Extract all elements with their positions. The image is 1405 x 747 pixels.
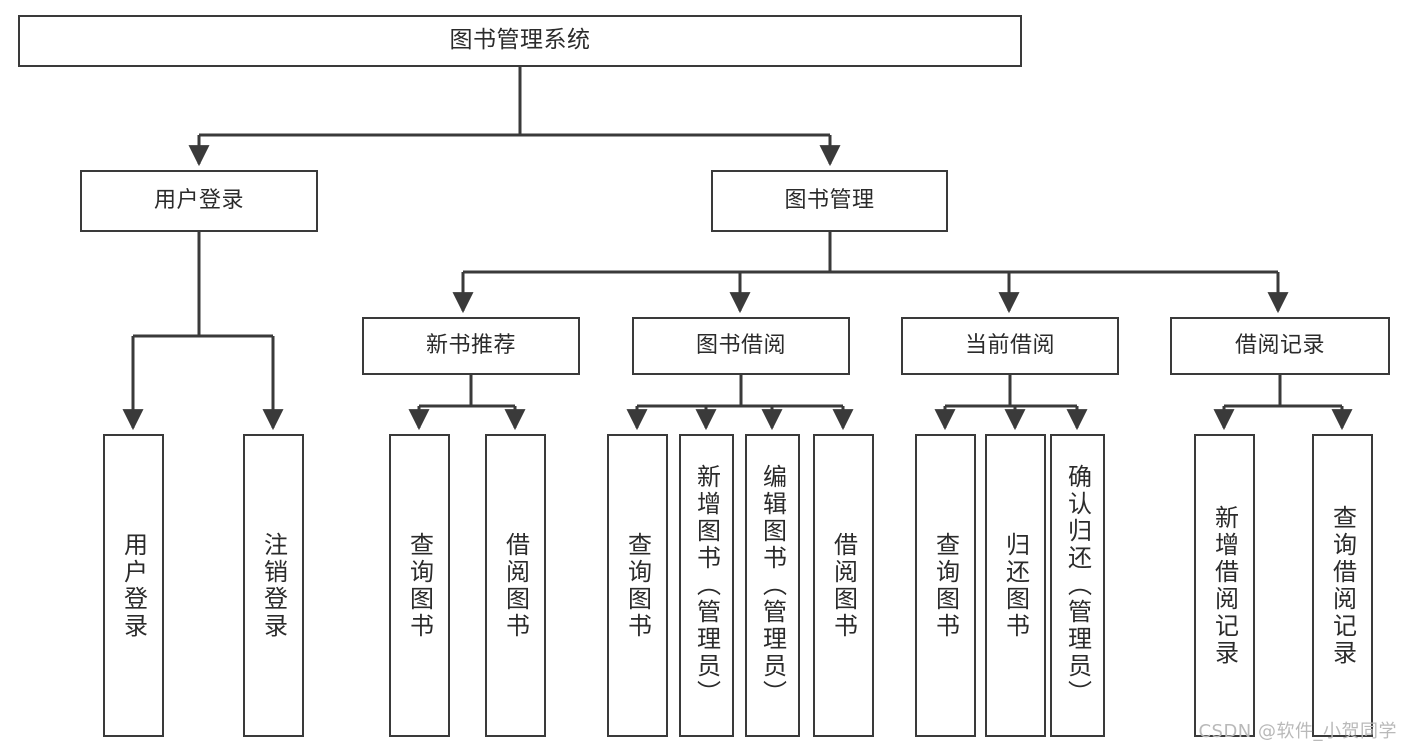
leaf-add-record-label: 新增借阅记录 — [1210, 504, 1239, 667]
node-root-label: 图书管理系统 — [449, 27, 591, 54]
leaf-borrow-book-1[interactable]: 借阅图书 — [485, 434, 546, 737]
leaf-query-book-1-label: 查询图书 — [405, 531, 434, 640]
leaf-confirm-return[interactable]: 确认归还（管理员） — [1050, 434, 1105, 737]
node-new-book-recommend-label: 新书推荐 — [425, 333, 516, 359]
node-book-borrow-label: 图书借阅 — [695, 333, 786, 359]
leaf-query-book-1[interactable]: 查询图书 — [389, 434, 450, 737]
leaf-return-book[interactable]: 归还图书 — [985, 434, 1046, 737]
leaf-borrow-book-2[interactable]: 借阅图书 — [813, 434, 874, 737]
leaf-query-book-3-label: 查询图书 — [931, 531, 960, 640]
leaf-query-record-label: 查询借阅记录 — [1328, 504, 1357, 667]
node-current-borrow[interactable]: 当前借阅 — [901, 317, 1119, 375]
node-borrow-record[interactable]: 借阅记录 — [1170, 317, 1390, 375]
leaf-add-book[interactable]: 新增图书（管理员） — [679, 434, 734, 737]
leaf-confirm-return-label: 确认归还（管理员） — [1063, 464, 1092, 707]
leaf-query-book-2[interactable]: 查询图书 — [607, 434, 668, 737]
node-user-login-label: 用户登录 — [153, 188, 244, 214]
node-borrow-record-label: 借阅记录 — [1234, 333, 1325, 359]
leaf-logout[interactable]: 注销登录 — [243, 434, 304, 737]
leaf-borrow-book-2-label: 借阅图书 — [829, 531, 858, 640]
leaf-query-record[interactable]: 查询借阅记录 — [1312, 434, 1373, 737]
leaf-edit-book[interactable]: 编辑图书（管理员） — [745, 434, 800, 737]
leaf-return-book-label: 归还图书 — [1001, 531, 1030, 640]
leaf-user-login[interactable]: 用户登录 — [103, 434, 164, 737]
node-book-management[interactable]: 图书管理 — [711, 170, 948, 232]
node-new-book-recommend[interactable]: 新书推荐 — [362, 317, 580, 375]
leaf-user-login-label: 用户登录 — [119, 531, 148, 640]
node-book-management-label: 图书管理 — [784, 188, 875, 214]
node-current-borrow-label: 当前借阅 — [964, 333, 1055, 359]
node-root[interactable]: 图书管理系统 — [18, 15, 1022, 67]
watermark: CSDN @软件_小贺同学 — [1198, 721, 1397, 742]
node-book-borrow[interactable]: 图书借阅 — [632, 317, 850, 375]
leaf-add-record[interactable]: 新增借阅记录 — [1194, 434, 1255, 737]
leaf-query-book-3[interactable]: 查询图书 — [915, 434, 976, 737]
node-user-login[interactable]: 用户登录 — [80, 170, 318, 232]
leaf-add-book-label: 新增图书（管理员） — [692, 464, 721, 707]
leaf-borrow-book-1-label: 借阅图书 — [501, 531, 530, 640]
leaf-edit-book-label: 编辑图书（管理员） — [758, 464, 787, 707]
leaf-query-book-2-label: 查询图书 — [623, 531, 652, 640]
leaf-logout-label: 注销登录 — [259, 531, 288, 640]
